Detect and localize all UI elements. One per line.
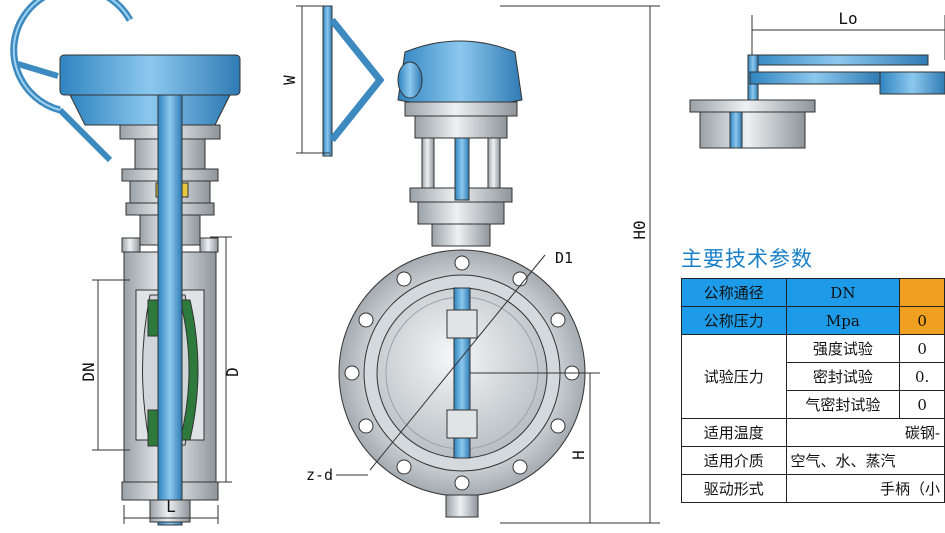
table-cell (899, 278, 945, 307)
table-cell: 0. (899, 362, 945, 391)
gearbox-lower (69, 94, 231, 126)
label-l: L (166, 497, 176, 516)
table-cell: 空气、水、蒸汽 (785, 446, 945, 475)
table-row: 气密封试验 0 (682, 390, 945, 419)
stem-left (157, 94, 183, 526)
table-cell: 气密封试验 (785, 390, 901, 419)
table-row: 适用温度 碳钢- (681, 418, 945, 447)
table-row: 适用介质 空气、水、蒸汽 (681, 446, 945, 475)
params-table: 公称通径 DN 公称压力 Mpa 0 试验压力 强度试验 0 密封试验 0. 气… (681, 278, 945, 503)
label-lo: Lo (838, 9, 857, 28)
label-d1: D1 (555, 249, 573, 267)
lever-handle (747, 54, 929, 66)
table-cell: 公称压力 (681, 306, 787, 335)
table-row: 公称通径 DN (681, 278, 945, 307)
label-h0: H0 (630, 220, 649, 239)
table-cell: 0 (899, 390, 945, 419)
label-w: W (280, 75, 299, 85)
label-d: D (223, 367, 242, 377)
table-cell: 密封试验 (785, 362, 901, 391)
table-cell: Mpa (785, 306, 901, 335)
front-view (296, 5, 660, 524)
table-cell: 适用温度 (681, 418, 787, 447)
table-cell: 公称通径 (681, 278, 787, 307)
table-cell: 驱动形式 (681, 474, 787, 503)
table-cell: 0 (899, 306, 945, 335)
table-cell: DN (785, 278, 901, 307)
table-row: 公称压力 Mpa 0 (681, 306, 945, 335)
params-heading: 主要技术参数 (681, 247, 813, 271)
table-row: 驱动形式 手柄（小 (681, 474, 945, 503)
lever-view (689, 15, 945, 149)
label-dn: DN (79, 362, 98, 381)
table-row: 试验压力 强度试验 0 (681, 334, 945, 419)
table-cell: 0 (899, 334, 945, 363)
table-cell: 手柄（小 (785, 474, 945, 503)
gearbox-left (59, 54, 241, 96)
label-zd: z-d (306, 466, 333, 484)
table-row: 密封试验 0. (682, 362, 945, 391)
table-cell: 试验压力 (681, 334, 787, 419)
table-cell: 适用介质 (681, 446, 787, 475)
handwheel-rim (322, 5, 333, 157)
table-cell: 碳钢- (785, 418, 945, 447)
handwheel-left (10, 0, 134, 163)
section-view (10, 0, 241, 526)
table-cell: 强度试验 (785, 334, 901, 363)
label-h: H (569, 450, 588, 460)
